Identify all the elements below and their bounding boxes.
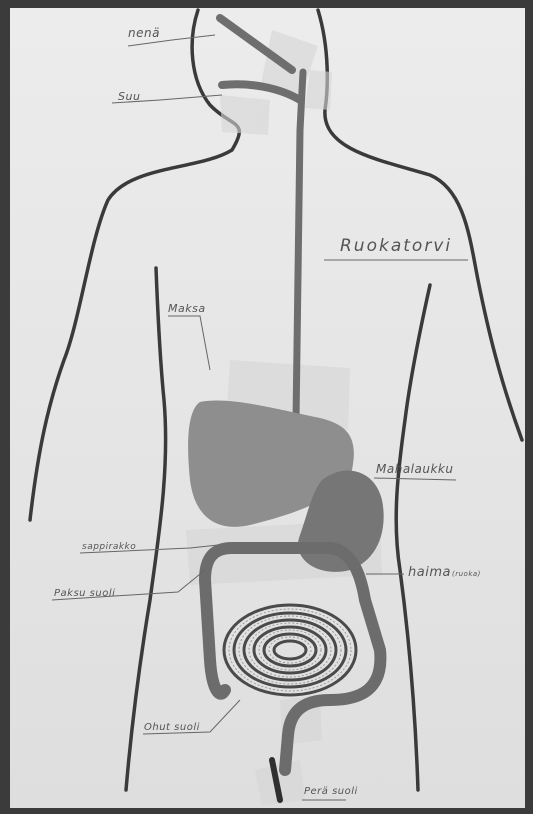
- label-pancreas-note: (ruoka): [452, 570, 481, 578]
- label-large-intestine: Paksu suoli: [54, 588, 115, 599]
- left-torso-outline: [126, 268, 166, 790]
- label-rectum: Perä suoli: [304, 786, 358, 797]
- label-small-intestine: Ohut suoli: [144, 722, 200, 733]
- label-nose: nenä: [128, 26, 160, 40]
- label-esophagus: Ruokatorvi: [340, 236, 452, 256]
- small-intestine-coil: [224, 605, 356, 695]
- label-pancreas: haima: [408, 565, 451, 580]
- label-gallbladder: sappirakko: [82, 542, 136, 552]
- label-mouth: Suu: [118, 90, 140, 103]
- label-liver: Maksa: [168, 302, 206, 315]
- label-stomach: Mahalaukku: [376, 462, 453, 476]
- right-torso-outline: [396, 285, 430, 790]
